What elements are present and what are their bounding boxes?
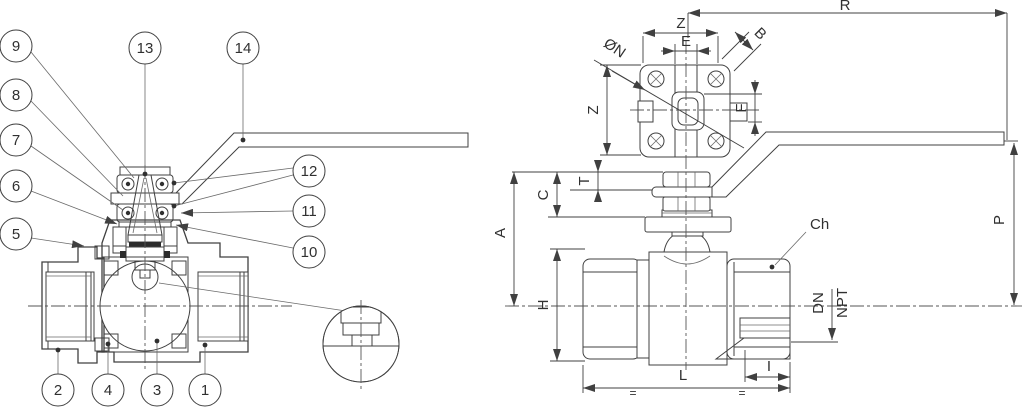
- body-neck: [663, 234, 711, 253]
- dim-label-t: T: [576, 176, 593, 185]
- flange-seal: [120, 251, 126, 258]
- thread-pocket: [739, 317, 791, 339]
- dim-label-n: ØN: [600, 35, 628, 62]
- balloon-4: 4: [91, 373, 125, 407]
- seat-ring: [103, 333, 119, 349]
- dim-label-f: F: [733, 103, 750, 112]
- upper-hex-nut: [662, 171, 711, 188]
- pad-left-notch: [637, 100, 654, 123]
- dim-label-a: A: [492, 228, 509, 238]
- balloon-1: 1: [188, 373, 222, 407]
- dimension-view: R Z E B ØN Z: [492, 0, 1022, 400]
- handle-side: [711, 131, 1005, 198]
- balloon-13: 13: [128, 31, 162, 65]
- joint-seal: [94, 245, 110, 260]
- svg-text:13: 13: [137, 40, 154, 57]
- svg-text:14: 14: [235, 40, 252, 57]
- balloon-6: 6: [0, 169, 33, 203]
- callouts: 9 8 7 6 5 13 14 12 11 10 2 4 3 1: [0, 29, 326, 407]
- balloon-10: 10: [292, 235, 326, 269]
- nut-thread-sections: [121, 177, 169, 220]
- dim-label-p: P: [991, 215, 1008, 225]
- stem-packing: [112, 226, 127, 247]
- balloon-12: 12: [292, 154, 326, 188]
- bolt-holes: [647, 70, 725, 150]
- dim-label-i: I: [767, 358, 771, 375]
- left-port-bore: [45, 271, 95, 342]
- dim-label-r: R: [840, 0, 851, 14]
- handle-bracket: [651, 186, 719, 198]
- body-flange-ring: [636, 259, 650, 359]
- svg-text:12: 12: [301, 163, 318, 180]
- dim-label-npt: NPT: [834, 288, 851, 318]
- dim-equal-mark: =: [629, 386, 636, 400]
- svg-text:1: 1: [201, 382, 209, 399]
- lower-hex-nut: [662, 196, 711, 212]
- svg-text:9: 9: [12, 38, 20, 55]
- dim-equal-mark: =: [738, 386, 745, 400]
- dim-label-ch: Ch: [810, 216, 829, 233]
- stem-packing: [163, 226, 178, 247]
- seat-ring: [171, 260, 187, 276]
- pad-right-tab: [729, 102, 748, 122]
- balloon-2: 2: [41, 373, 75, 407]
- top-view-pad: [630, 64, 760, 158]
- dim-label-l: L: [679, 367, 687, 384]
- dim-label-c: C: [535, 189, 552, 200]
- pad-step: [671, 231, 704, 237]
- dim-label-e: E: [681, 33, 691, 50]
- svg-text:6: 6: [12, 178, 20, 195]
- section-view: 9 8 7 6 5 13 14 12 11 10 2 4 3 1: [0, 29, 469, 407]
- flange-seal: [164, 251, 170, 258]
- side-view-stem: [644, 131, 1005, 237]
- balloon-8: 8: [0, 78, 33, 112]
- svg-text:3: 3: [153, 382, 161, 399]
- seat-ring: [171, 333, 187, 349]
- balloon-9: 9: [0, 29, 33, 63]
- balloon-11: 11: [292, 194, 326, 228]
- balloon-3: 3: [140, 373, 174, 407]
- valve-body: [101, 219, 249, 363]
- dim-label-dn: DN: [810, 292, 827, 314]
- dim-label-z-top: Z: [676, 15, 685, 32]
- left-hex-end: [582, 258, 641, 360]
- svg-text:2: 2: [54, 382, 62, 399]
- seat-ring: [103, 260, 119, 276]
- dim-label-z-side: Z: [585, 105, 602, 114]
- svg-text:4: 4: [104, 382, 112, 399]
- detail-bubble: [158, 282, 400, 392]
- svg-text:10: 10: [301, 244, 318, 261]
- svg-text:8: 8: [12, 87, 20, 104]
- side-view-body: [582, 234, 791, 366]
- dim-label-b: B: [751, 24, 770, 43]
- svg-text:11: 11: [301, 203, 317, 220]
- section-cut-green: [714, 337, 791, 360]
- balloon-7: 7: [0, 123, 33, 157]
- right-port-bore: [197, 271, 249, 342]
- balloon-14: 14: [226, 31, 260, 65]
- svg-text:5: 5: [12, 226, 20, 243]
- iso-pad-side: [644, 216, 732, 233]
- svg-text:7: 7: [12, 132, 20, 149]
- center-body: [648, 251, 728, 366]
- dim-label-h: H: [535, 300, 552, 311]
- balloon-5: 5: [0, 217, 33, 251]
